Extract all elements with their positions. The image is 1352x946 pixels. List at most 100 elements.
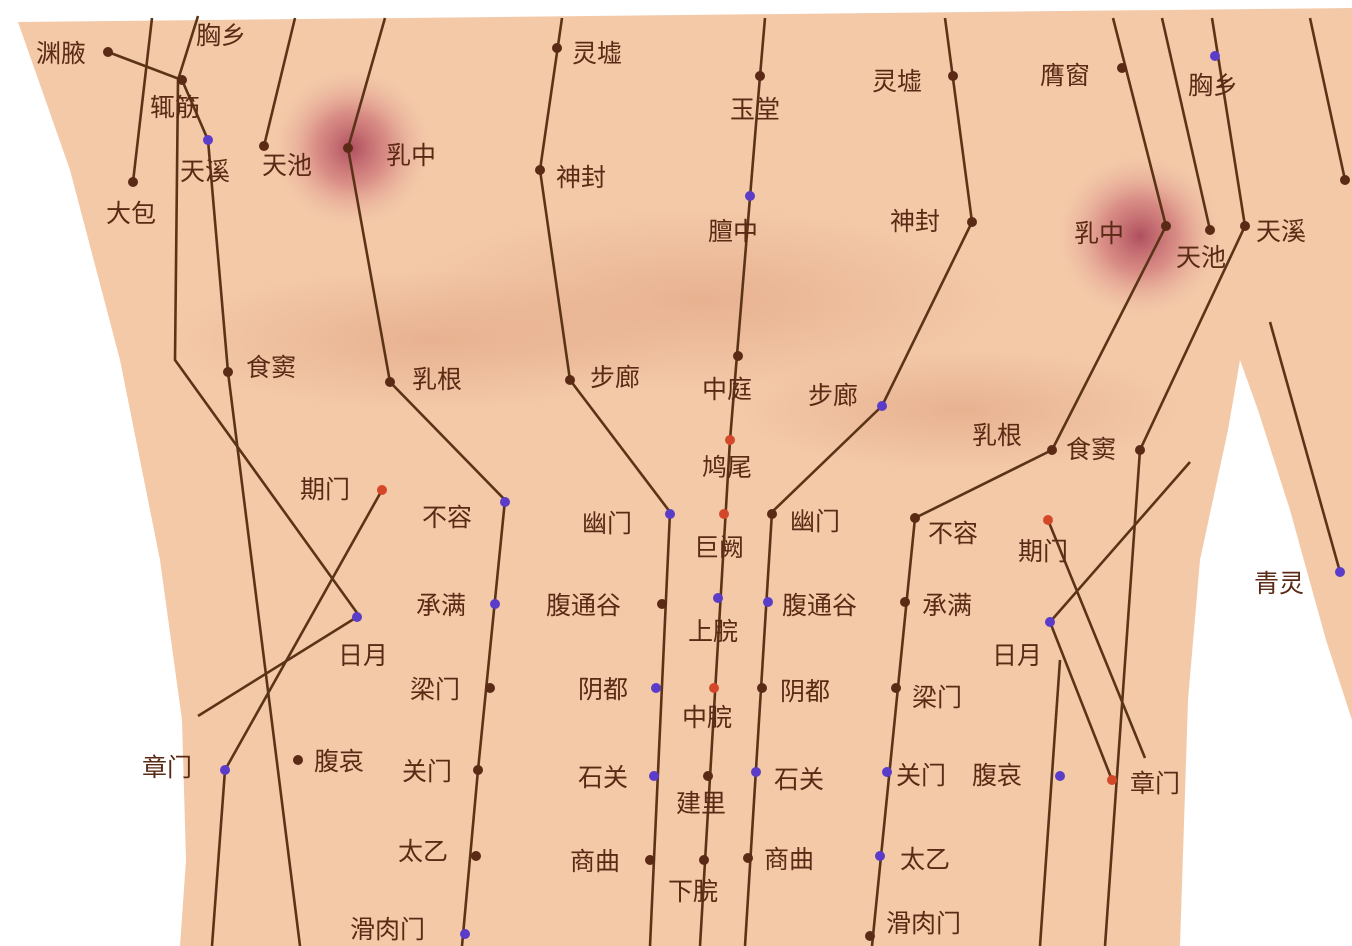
- label-shangwan: 上脘: [688, 617, 738, 646]
- acupoint-dot: [649, 771, 659, 781]
- label-shangqu-right: 商曲: [764, 845, 814, 874]
- label-youmen-left: 幽门: [582, 509, 632, 538]
- label-zhejin: 辄筋: [150, 93, 200, 122]
- acupoint-dot: [910, 513, 920, 523]
- acupoint-dot: [865, 931, 875, 941]
- label-qingling: 青灵: [1254, 569, 1304, 598]
- acupoint-dot: [699, 855, 709, 865]
- acupoint-dot: [1055, 771, 1065, 781]
- label-shenfeng-left: 神封: [556, 163, 606, 192]
- acupoint-dot: [745, 191, 755, 201]
- label-riyue-right: 日月: [992, 641, 1042, 670]
- label-shiguan-left: 石关: [578, 763, 628, 792]
- label-fuai-left: 腹哀: [314, 747, 364, 776]
- label-guanmen-right: 关门: [896, 761, 946, 790]
- acupoint-dot: [552, 43, 562, 53]
- label-dabao: 大包: [106, 199, 156, 228]
- label-zhangmen-left: 章门: [142, 753, 192, 782]
- label-xiawan: 下脘: [668, 877, 718, 906]
- label-liangmen-left: 梁门: [410, 675, 460, 704]
- acupoint-dot: [535, 165, 545, 175]
- acupoint-dot: [460, 929, 470, 939]
- label-danzhong: 膻中: [708, 217, 758, 246]
- label-chengman-right: 承满: [922, 591, 972, 620]
- acupoint-dot: [1161, 221, 1171, 231]
- label-tianxi-left: 天溪: [180, 157, 230, 186]
- label-liangmen-right: 梁门: [912, 683, 962, 712]
- acupoint-dot: [948, 71, 958, 81]
- label-qimen-right: 期门: [1018, 537, 1068, 566]
- label-shidou-right: 食窦: [1066, 435, 1116, 464]
- label-youmen-right: 幽门: [790, 507, 840, 536]
- label-zhongwan: 中脘: [682, 703, 732, 732]
- acupoint-dot: [743, 853, 753, 863]
- acupoint-dot: [875, 851, 885, 861]
- label-bulang-left: 步廊: [590, 363, 640, 392]
- center-shadow: [400, 210, 1000, 390]
- label-tianchi-right: 天池: [1176, 243, 1226, 272]
- acupoint-dot: [1135, 445, 1145, 455]
- label-juque: 巨阙: [694, 533, 744, 562]
- acupoint-dot: [1340, 175, 1350, 185]
- acupoint-dot: [755, 71, 765, 81]
- label-riyue-left: 日月: [338, 641, 388, 670]
- label-zhangmen-right: 章门: [1130, 769, 1180, 798]
- acupoint-dot: [352, 612, 362, 622]
- acupoint-dot: [1240, 221, 1250, 231]
- label-huaroumen-left: 滑肉门: [350, 915, 425, 944]
- acupoint-dot: [220, 765, 230, 775]
- acupoint-dot: [471, 851, 481, 861]
- label-zhongting: 中庭: [702, 375, 752, 404]
- acupoint-dot: [177, 75, 187, 85]
- acupoint-dot: [757, 683, 767, 693]
- label-rugen-left: 乳根: [412, 365, 462, 394]
- acupoint-dot: [719, 509, 729, 519]
- acupoint-dot: [709, 683, 719, 693]
- label-taiyi-right: 太乙: [900, 845, 950, 874]
- acupoint-dot: [645, 855, 655, 865]
- acupoint-dot: [490, 599, 500, 609]
- label-ruzhong-left: 乳中: [386, 141, 436, 170]
- acupoint-dot: [877, 401, 887, 411]
- label-yindu-left: 阴都: [578, 675, 628, 704]
- acupoint-dot: [500, 497, 510, 507]
- acupoint-dot: [703, 771, 713, 781]
- acupoint-dot: [733, 351, 743, 361]
- acupoint-dot: [751, 767, 761, 777]
- acupoint-dot: [1045, 617, 1055, 627]
- label-jianli: 建里: [676, 789, 726, 818]
- label-ruzhong-right: 乳中: [1074, 219, 1124, 248]
- acupoint-dot: [473, 765, 483, 775]
- acupoint-dot: [1107, 775, 1117, 785]
- label-xiongxiang-left: 胸乡: [196, 21, 246, 50]
- label-yingchuang: 膺窗: [1040, 61, 1090, 90]
- acupoint-dot: [343, 143, 353, 153]
- label-tianchi-left: 天池: [262, 151, 312, 180]
- label-yindu-right: 阴都: [780, 677, 830, 706]
- acupoint-dot: [651, 683, 661, 693]
- acupoint-dot: [763, 597, 773, 607]
- label-futonggu-left: 腹通谷: [546, 591, 621, 620]
- label-jiuwei: 鸠尾: [702, 453, 752, 482]
- acupoint-dot: [1043, 515, 1053, 525]
- acupoint-dot: [1335, 567, 1345, 577]
- acupoint-dot: [1117, 63, 1127, 73]
- acupoint-dot: [377, 485, 387, 495]
- label-qimen-left: 期门: [300, 475, 350, 504]
- acupoint-dot: [565, 375, 575, 385]
- acupoint-dot: [203, 135, 213, 145]
- acupoint-dot: [259, 141, 269, 151]
- acupoint-dot: [657, 599, 667, 609]
- acupoint-dot: [665, 509, 675, 519]
- label-burong-left: 不容: [422, 503, 472, 532]
- label-bulang-right: 步廊: [808, 381, 858, 410]
- label-xiongxiang-right: 胸乡: [1188, 71, 1238, 100]
- label-rugen-right: 乳根: [972, 421, 1022, 450]
- label-huaroumen-right: 滑肉门: [886, 909, 961, 938]
- acupoint-dot: [967, 217, 977, 227]
- acupoint-dot: [882, 767, 892, 777]
- label-shenfeng-right: 神封: [890, 207, 940, 236]
- acupoint-dot: [767, 509, 777, 519]
- label-futonggu-right: 腹通谷: [782, 591, 857, 620]
- label-taiyi-left: 太乙: [398, 837, 448, 866]
